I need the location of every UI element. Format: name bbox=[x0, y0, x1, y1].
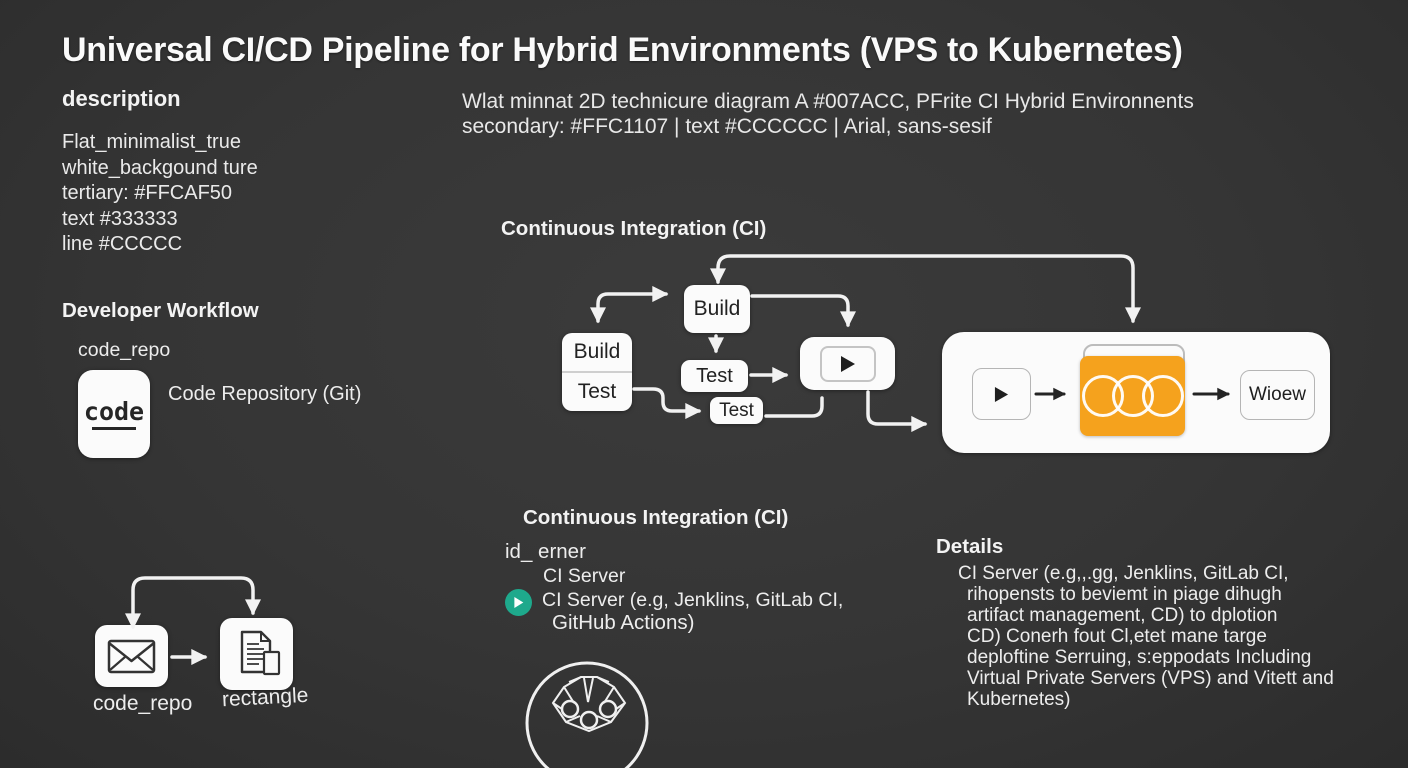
spec-line-2: secondary: #FFC1107 | text #CCCCCC | Ari… bbox=[462, 114, 992, 138]
play-button-frame bbox=[819, 345, 876, 382]
play-icon bbox=[994, 386, 1009, 402]
code-repo-id-label: code_repo bbox=[78, 339, 171, 361]
page-title: Universal CI/CD Pipeline for Hybrid Envi… bbox=[62, 31, 1183, 69]
build-test-build-label: Build bbox=[573, 340, 621, 363]
ci-server-id-label: id_ erner bbox=[505, 540, 586, 563]
green-play-icon bbox=[505, 589, 532, 616]
document-node-label: rectangle bbox=[221, 683, 309, 712]
play-icon bbox=[840, 355, 855, 372]
code-underline bbox=[92, 426, 136, 430]
description-list: Flat_minimalist_true white_backgound tur… bbox=[62, 130, 258, 258]
developer-workflow-heading: Developer Workflow bbox=[62, 299, 259, 322]
details-line: CI Server (e.g,,.gg, Jenklins, GitLab CI… bbox=[958, 563, 1289, 584]
play-icon bbox=[514, 597, 524, 608]
code-icon: code bbox=[83, 396, 145, 426]
network-mesh-icon bbox=[525, 661, 649, 768]
description-heading: description bbox=[62, 86, 181, 111]
details-line: artifact management, CD) to dplotion bbox=[967, 605, 1278, 626]
ci-server-desc-2: GitHub Actions) bbox=[552, 611, 695, 634]
spec-text: Wlat minnat 2D technicure diagram A #007… bbox=[462, 90, 1194, 139]
details-line: CD) Conerh fout Cl,etet mane targe bbox=[967, 626, 1267, 647]
registry-node bbox=[1080, 356, 1185, 436]
ci-server-desc-1: CI Server (e.g, Jenklins, GitLab CI, bbox=[542, 589, 844, 611]
code-repository-label: Code Repository (Git) bbox=[168, 383, 362, 405]
details-line: Kubernetes) bbox=[967, 689, 1071, 710]
ci-heading-bottom: Continuous Integration (CI) bbox=[523, 506, 789, 529]
deploy-play-node bbox=[972, 368, 1031, 420]
description-line: text #333333 bbox=[62, 207, 178, 230]
mail-node bbox=[95, 625, 168, 687]
description-line: white_backgound ture bbox=[62, 156, 258, 179]
description-line: Flat_minimalist_true bbox=[62, 131, 241, 153]
ci-server-label: CI Server bbox=[543, 565, 626, 587]
document-node bbox=[220, 618, 293, 690]
details-line: deploftine Serruing, s:eppodats Includin… bbox=[967, 647, 1312, 668]
description-line: tertiary: #FFCAF50 bbox=[62, 182, 233, 205]
run-pipeline-node bbox=[800, 337, 895, 390]
description-line: line #CCCCC bbox=[62, 233, 183, 256]
test-node-a: Test bbox=[681, 360, 748, 392]
ring-icon bbox=[1141, 375, 1184, 417]
envelope-icon bbox=[107, 639, 156, 674]
build-test-test-label: Test bbox=[562, 371, 632, 411]
build-test-node: Build Test bbox=[562, 333, 632, 411]
test-node-b: Test bbox=[710, 397, 763, 424]
mail-node-label: code_repo bbox=[93, 692, 193, 715]
spec-line-1: Wlat minnat 2D technicure diagram A #007… bbox=[462, 90, 1194, 113]
view-node: Wioew bbox=[1240, 370, 1315, 420]
ci-heading-top: Continuous Integration (CI) bbox=[501, 217, 767, 240]
details-line: rihopensts to beviemt in piage dihugh bbox=[967, 584, 1282, 605]
code-repo-node: code bbox=[78, 370, 150, 458]
details-paragraph: CI Server (e.g,,.gg, Jenklins, GitLab CI… bbox=[958, 563, 1334, 710]
document-icon bbox=[240, 630, 281, 676]
details-heading: Details bbox=[936, 535, 1004, 558]
build-node: Build bbox=[684, 285, 750, 333]
details-line: Virtual Private Servers (VPS) and Vitett… bbox=[967, 668, 1334, 689]
